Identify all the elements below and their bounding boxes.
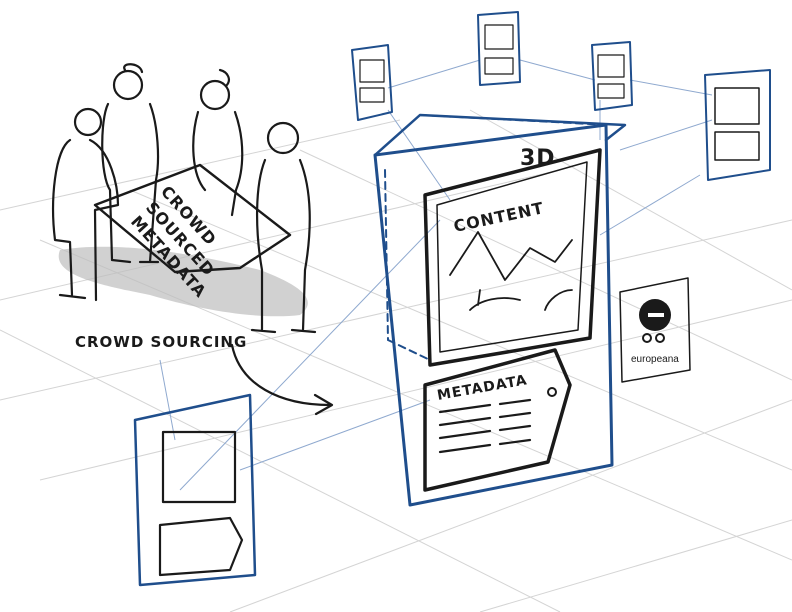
europeana-logo-box: europeana: [620, 278, 690, 382]
mountain-sketch-icon: [450, 232, 572, 310]
small-box-top-2: [478, 12, 520, 85]
small-box-top-3: [592, 42, 632, 110]
small-box-right: [705, 70, 770, 180]
crowd-sourcing-label: CROWD SOURCING: [75, 333, 247, 351]
europeana-logo-icon: [639, 299, 671, 342]
small-box-top-1: [352, 45, 392, 120]
content-frame: CONTENT: [425, 150, 600, 365]
europeana-logo-text: europeana: [631, 354, 679, 365]
content-label: CONTENT: [452, 198, 546, 236]
curved-arrow-icon: [232, 345, 332, 414]
small-box-bottom-left: [135, 395, 255, 585]
